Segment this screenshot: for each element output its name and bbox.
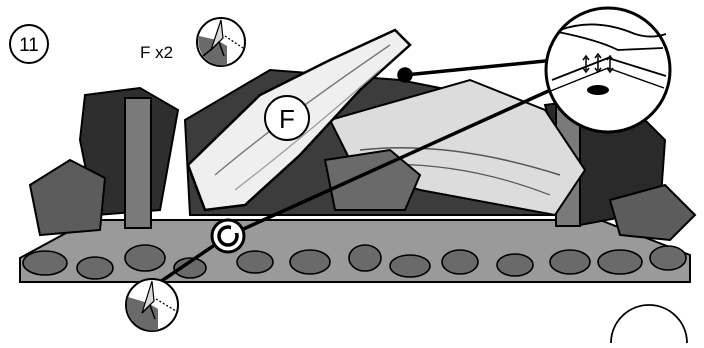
left-rocks [30,160,105,235]
peel-backing-icon [197,18,245,66]
log-f-callout: F [265,96,309,140]
placement-target-icon [212,220,244,252]
press-down-detail-icon [546,8,670,132]
partial-circle [611,305,687,343]
step-number-badge: 11 [10,25,48,63]
step-number: 11 [19,35,39,56]
log-f-label: F [279,104,295,134]
peel-backing-icon-bottom [126,279,178,331]
left-grate [125,98,151,228]
quantity-instruction: F x2 [140,43,173,62]
